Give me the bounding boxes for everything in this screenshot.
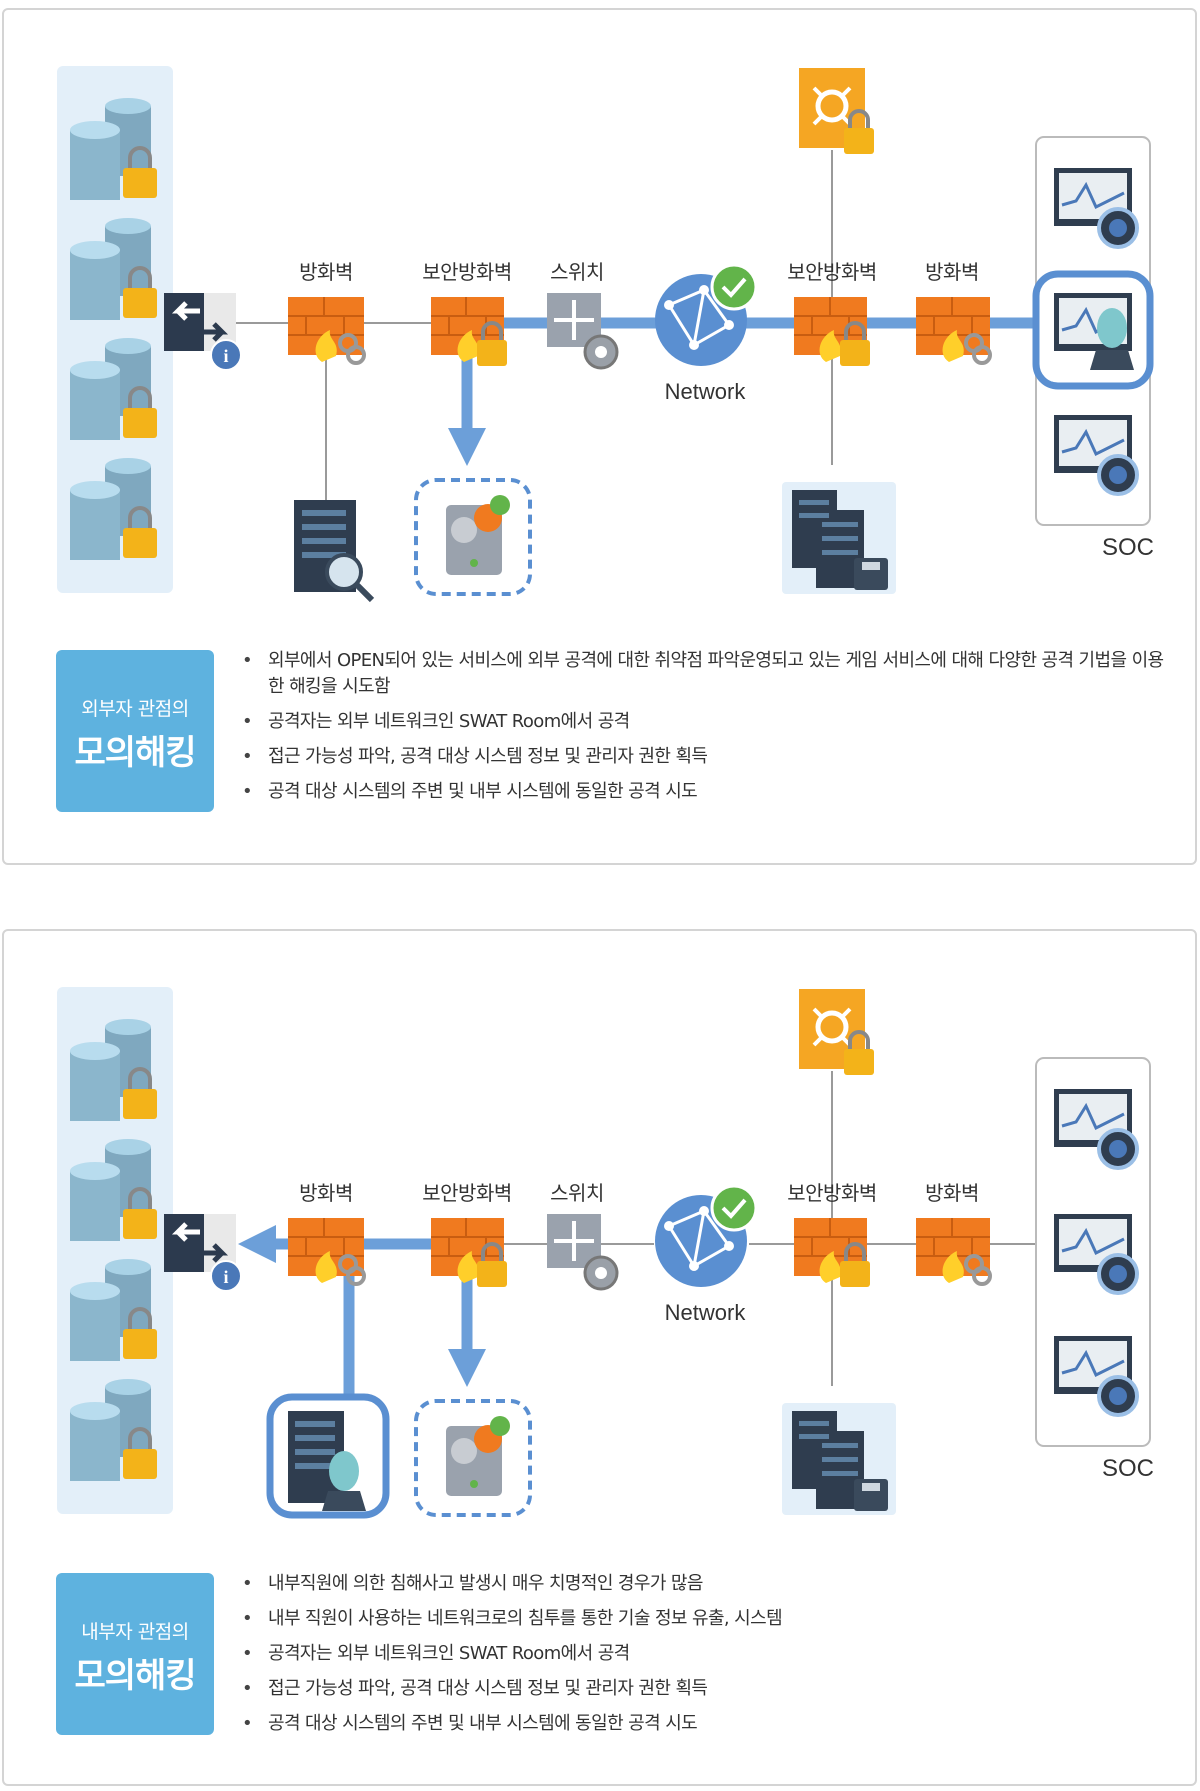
external-hacking-panel: i — [2, 8, 1197, 865]
database-icon — [70, 218, 157, 320]
list-item: 공격 대상 시스템의 주변 및 내부 시스템에 동일한 공격 시도 — [240, 779, 1170, 805]
network-diagram: i — [57, 66, 1154, 603]
network-globe-icon — [655, 1184, 758, 1287]
badge-subtitle: 외부자 관점의 — [81, 698, 189, 720]
database-icon — [70, 1259, 157, 1361]
list-item: 내부직원에 의한 침해사고 발생시 매우 치명적인 경우가 많음 — [240, 1571, 1170, 1597]
badge-title: 모의해킹 — [74, 733, 196, 773]
storage-server-icon — [782, 482, 896, 594]
switch-icon — [547, 1214, 619, 1291]
list-item: 공격자는 외부 네트워크인 SWAT Room에서 공격 — [240, 709, 1170, 735]
firewall-label: 방화벽 — [299, 260, 353, 284]
database-icon — [70, 98, 157, 200]
monitor-icon — [1054, 1336, 1139, 1417]
insider-server-icon — [288, 1411, 366, 1511]
gateway-icon: i — [164, 1214, 242, 1292]
firewall-label: 방화벽 — [925, 1181, 979, 1205]
list-item: 공격 대상 시스템의 주변 및 내부 시스템에 동일한 공격 시도 — [240, 1711, 1170, 1737]
security-firewall-icon — [794, 297, 870, 366]
security-firewall-label: 보안방화벽 — [787, 260, 877, 284]
svg-text:i: i — [223, 346, 228, 366]
firewall-label: 방화벽 — [925, 260, 979, 284]
perspective-badge: 내부자 관점의 모의해킹 — [56, 1573, 214, 1735]
monitor-icon — [1054, 415, 1139, 496]
network-label: Network — [664, 379, 746, 404]
list-item: 공격자는 외부 네트워크인 SWAT Room에서 공격 — [240, 1641, 1170, 1667]
description-list: 내부직원에 의한 침해사고 발생시 매우 치명적인 경우가 많음 내부 직원이 … — [240, 1571, 1170, 1746]
security-firewall-label: 보안방화벽 — [422, 260, 512, 284]
switch-icon — [547, 293, 619, 370]
server-search-icon — [294, 500, 375, 603]
security-firewall-label: 보안방화벽 — [422, 1181, 512, 1205]
network-label: Network — [664, 1300, 746, 1325]
soc-label: SOC — [1102, 1455, 1155, 1482]
network-diagram: i — [57, 987, 1151, 1519]
database-icon — [70, 1019, 157, 1121]
list-item: 접근 가능성 파악, 공격 대상 시스템 정보 및 관리자 권한 획득 — [240, 1676, 1170, 1702]
firewall-icon — [288, 1218, 366, 1286]
list-item: 내부 직원이 사용하는 네트워크로의 침투를 통한 기술 정보 유출, 시스템 — [240, 1606, 1170, 1632]
list-item: 외부에서 OPEN되어 있는 서비스에 외부 공격에 대한 취약점 파악운영되고… — [240, 648, 1170, 700]
internal-hacking-panel: i — [2, 929, 1197, 1786]
database-icon — [70, 338, 157, 440]
monitor-icon — [1054, 168, 1139, 249]
switch-label: 스위치 — [550, 260, 604, 284]
target-server-icon — [414, 478, 532, 596]
perspective-badge: 외부자 관점의 모의해킹 — [56, 650, 214, 812]
switch-label: 스위치 — [550, 1181, 604, 1205]
security-firewall-label: 보안방화벽 — [787, 1181, 877, 1205]
database-icon — [70, 1139, 157, 1241]
firewall-icon — [916, 297, 992, 365]
attacker-monitor-icon — [1054, 293, 1134, 370]
monitor-icon — [1054, 1089, 1139, 1170]
gateway-icon: i — [164, 293, 242, 371]
vault-icon — [799, 989, 874, 1075]
security-firewall-icon — [794, 1218, 870, 1287]
attacker-highlight — [1032, 270, 1154, 390]
security-firewall-icon — [431, 1218, 507, 1287]
target-server-icon — [414, 1399, 532, 1517]
security-firewall-icon — [431, 297, 507, 366]
vault-icon — [799, 68, 874, 154]
badge-subtitle: 내부자 관점의 — [81, 1621, 189, 1643]
soc-label: SOC — [1102, 534, 1155, 561]
storage-server-icon — [782, 1403, 896, 1515]
list-item: 접근 가능성 파악, 공격 대상 시스템 정보 및 관리자 권한 획득 — [240, 744, 1170, 770]
description-list: 외부에서 OPEN되어 있는 서비스에 외부 공격에 대한 취약점 파악운영되고… — [240, 648, 1170, 814]
firewall-icon — [916, 1218, 992, 1286]
monitor-icon — [1054, 1214, 1139, 1295]
firewall-label: 방화벽 — [299, 1181, 353, 1205]
svg-text:i: i — [223, 1267, 228, 1287]
network-globe-icon — [655, 263, 758, 366]
database-icon — [70, 1379, 157, 1481]
database-icon — [70, 458, 157, 560]
badge-title: 모의해킹 — [74, 1656, 196, 1696]
firewall-icon — [288, 297, 366, 365]
